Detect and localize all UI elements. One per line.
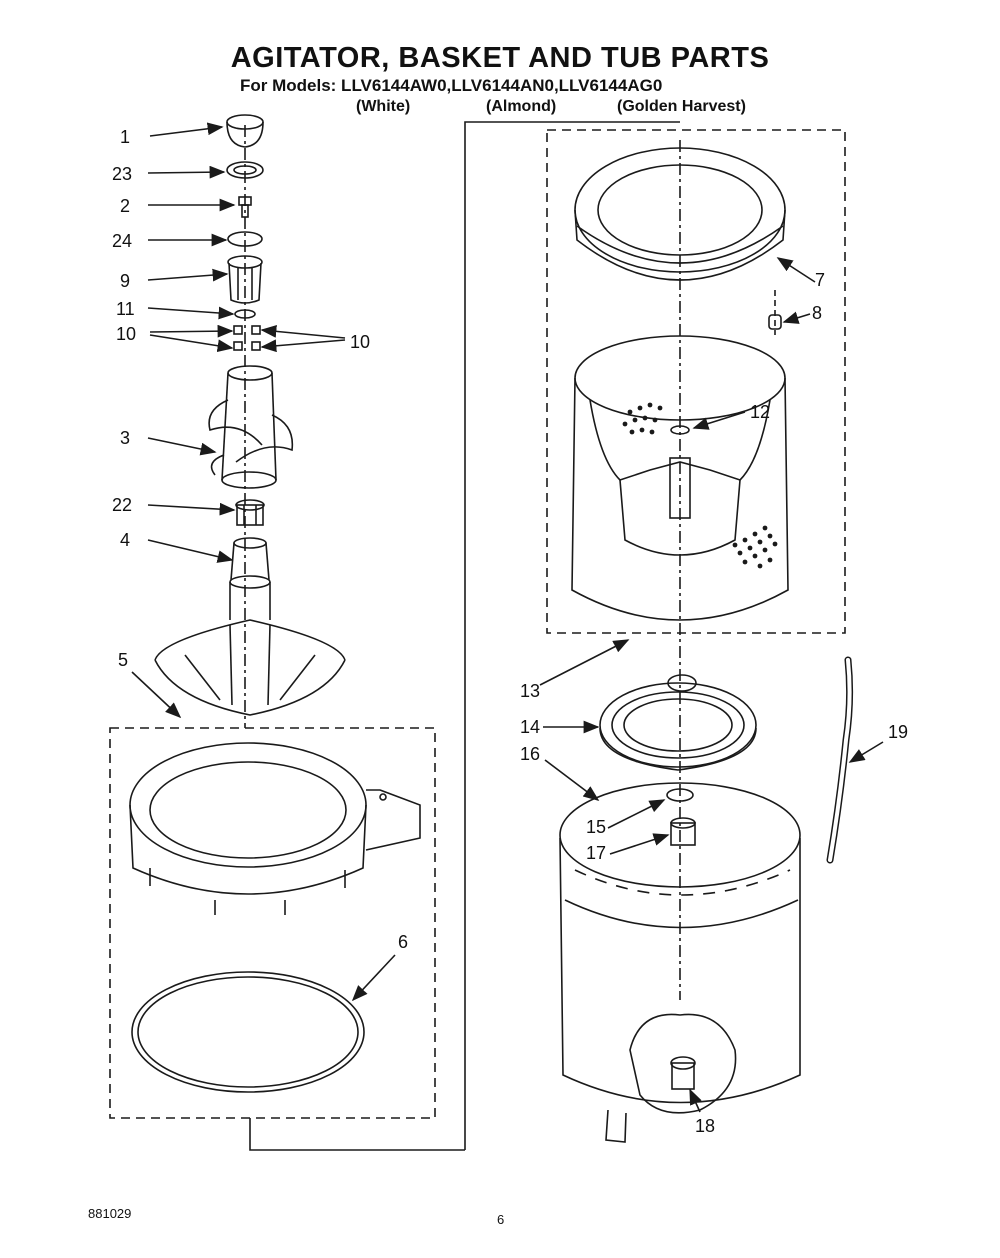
wash-basket-part	[571, 335, 789, 621]
callout-10-left: 10	[116, 324, 136, 344]
callout-12: 12	[750, 402, 770, 422]
dog-cams-part	[233, 325, 261, 351]
agitator-cap-part	[226, 114, 264, 148]
spin-seal-part	[666, 788, 694, 802]
callout-5: 5	[118, 650, 128, 670]
callout-16: 16	[520, 744, 540, 764]
callout-23: 23	[112, 164, 132, 184]
models-subtitle: For Models: LLV6144AW0,LLV6144AN0,LLV614…	[240, 76, 663, 95]
callout-18: 18	[695, 1116, 715, 1136]
page-title: AGITATOR, BASKET AND TUB PARTS	[230, 42, 770, 74]
color-golden-harvest: (Golden Harvest)	[617, 98, 746, 115]
basket-drive-hub-part	[599, 682, 757, 771]
agitator-part	[208, 365, 294, 489]
color-white: (White)	[356, 98, 411, 115]
drive-block-part	[229, 537, 271, 620]
callout-3: 3	[120, 428, 130, 448]
basket-perforations	[622, 402, 778, 569]
callout-2: 2	[120, 196, 130, 216]
tub-seal-part	[670, 817, 696, 846]
basket-group-box	[546, 129, 846, 634]
color-almond: (Almond)	[486, 98, 557, 115]
page-number: 6	[497, 1212, 505, 1227]
outer-tub-part	[559, 782, 801, 1143]
callout-8: 8	[812, 303, 822, 323]
callout-10-right: 10	[350, 332, 370, 352]
callout-15: 15	[586, 817, 606, 837]
o-ring-part	[227, 231, 263, 247]
callout-1: 1	[120, 127, 130, 147]
drain-fitting-part	[670, 1056, 696, 1090]
callout-6: 6	[398, 932, 408, 952]
callout-labels: 1 23 2 24 9 11 10 10 3 22 4 5 6 7 8 12 1…	[112, 127, 908, 1136]
tub-gasket-part	[131, 971, 365, 1093]
cap-seal-part	[226, 161, 264, 179]
agitator-dog-part	[227, 255, 263, 304]
callout-19: 19	[888, 722, 908, 742]
agitator-bolt-part	[238, 196, 252, 218]
tub-ring-part	[129, 742, 421, 915]
callout-17: 17	[586, 843, 606, 863]
group-connector-right	[464, 121, 680, 1150]
tub-ring-cone-part	[154, 619, 346, 716]
tub-ring-group-box	[109, 727, 436, 1119]
callout-7: 7	[815, 270, 825, 290]
callout-22: 22	[112, 495, 132, 515]
leader-arrows	[131, 122, 884, 1113]
callout-4: 4	[120, 530, 130, 550]
callout-11: 11	[116, 299, 135, 319]
callout-9: 9	[120, 271, 130, 291]
callout-14: 14	[520, 717, 540, 737]
clutch-part	[235, 499, 265, 526]
callout-24: 24	[112, 231, 132, 251]
balance-ring-part	[574, 147, 786, 281]
callout-13: 13	[520, 681, 540, 701]
balance-ring-screw-part	[768, 314, 782, 330]
group-connector-left	[249, 1118, 465, 1151]
dog-ring-part	[234, 309, 256, 319]
document-code: 881029	[88, 1206, 132, 1221]
